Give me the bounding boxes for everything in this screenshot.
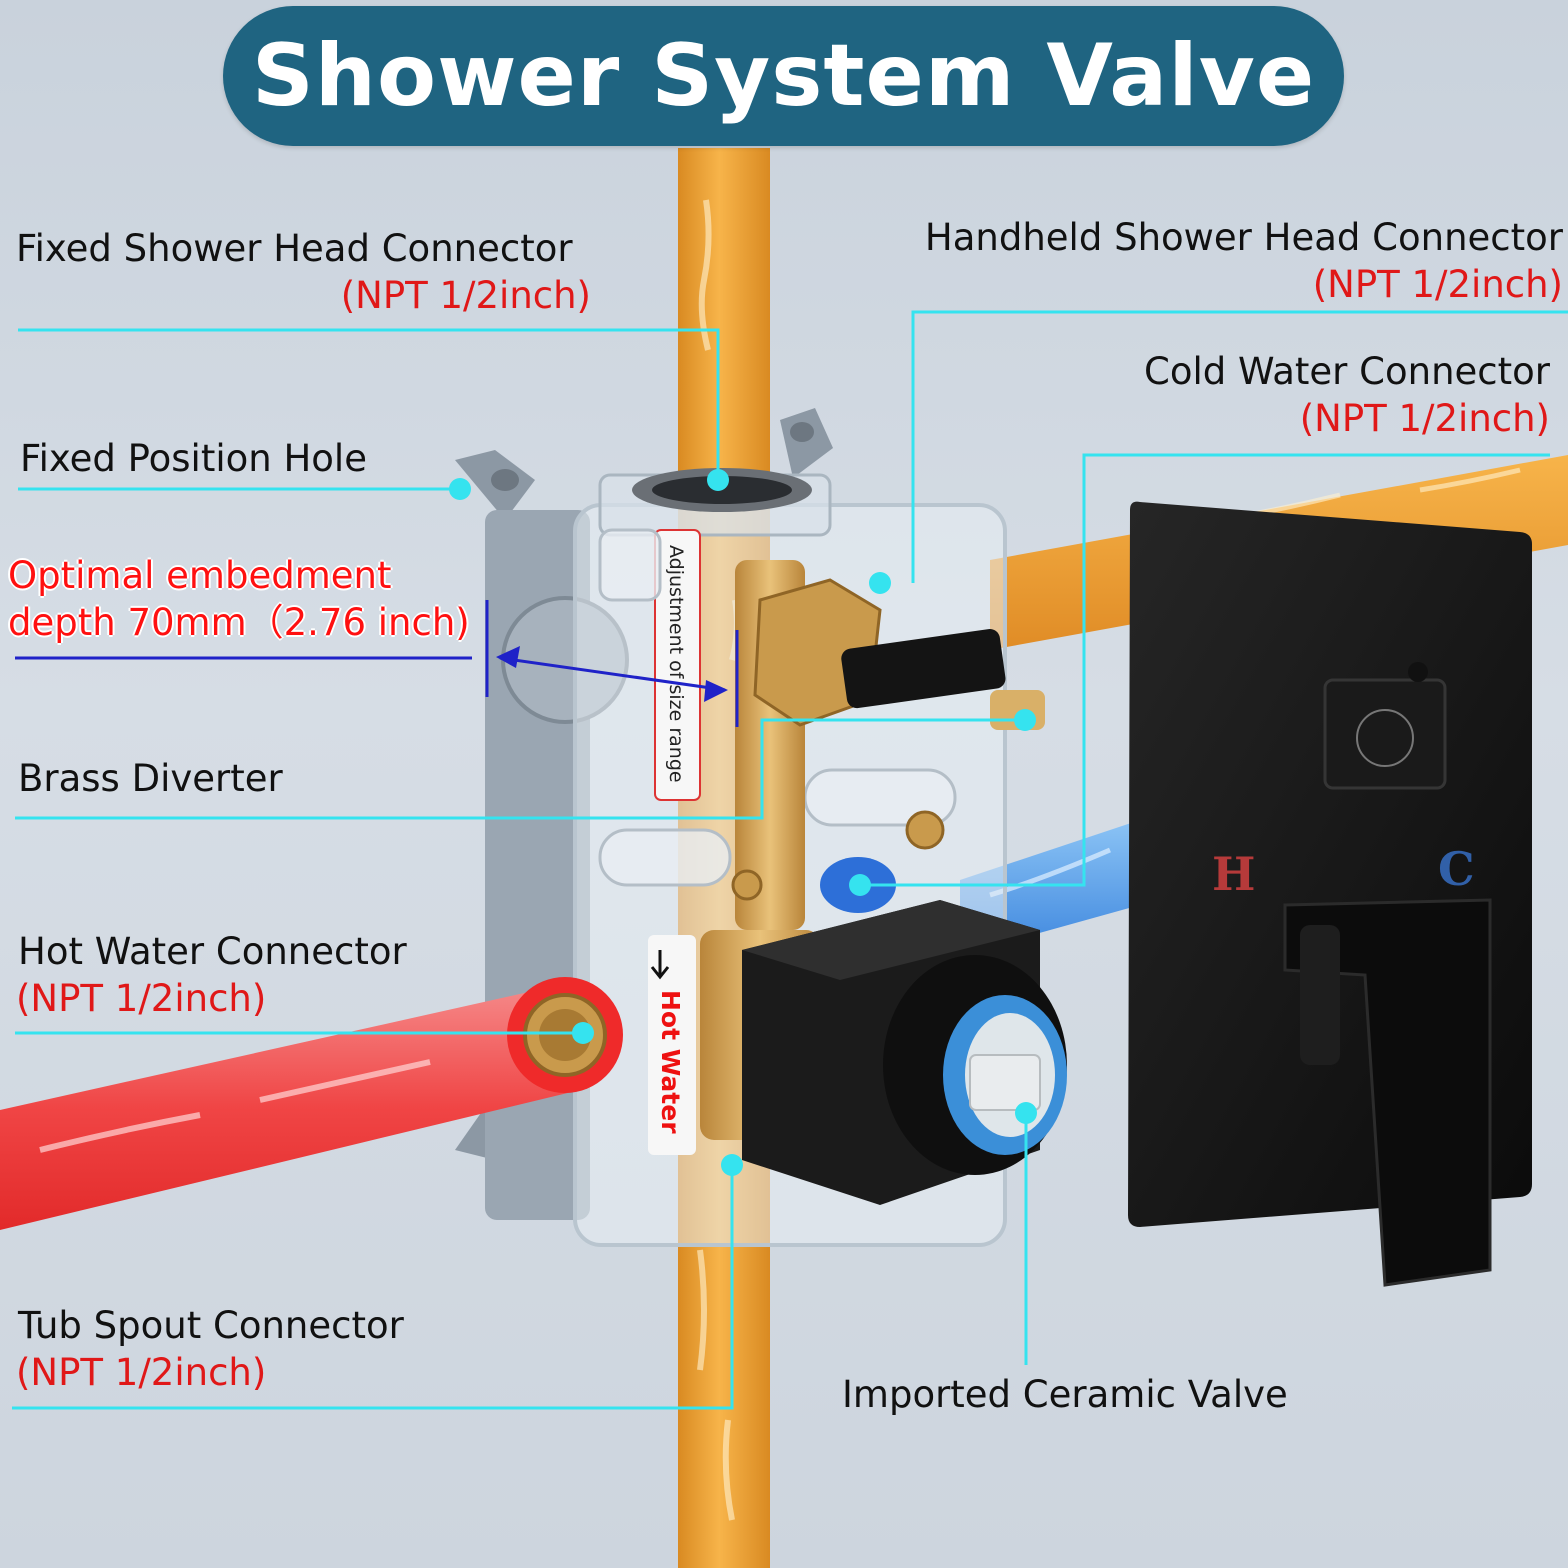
depth-dimension-arrows: [15, 600, 739, 727]
hot-water-spec: (NPT 1/2inch): [16, 977, 267, 1020]
tub-spout-label: Tub Spout Connector: [18, 1304, 404, 1347]
cold-water-spec: (NPT 1/2inch): [1299, 397, 1550, 440]
brass-diverter-body: [700, 560, 1045, 1140]
handheld-shower-head-spec: (NPT 1/2inch): [1312, 263, 1563, 306]
hot-water-arrow-label: Hot Water: [656, 990, 685, 1134]
hot-water-label: Hot Water Connector: [18, 930, 407, 973]
brass-diverter-label: Brass Diverter: [18, 757, 283, 800]
ceramic-valve-label: Imported Ceramic Valve: [842, 1373, 1288, 1416]
hot-water-pipe: [0, 977, 623, 1230]
cold-water-label: Cold Water Connector: [1144, 350, 1550, 393]
ceramic-valve-body: [742, 900, 1067, 1205]
hot-mark: H: [1212, 847, 1255, 901]
cold-mark: C: [1438, 842, 1475, 896]
fixed-shower-head-label: Fixed Shower Head Connector: [16, 227, 573, 270]
title-banner: Shower System Valve: [223, 6, 1344, 146]
callout-dots: [449, 469, 1037, 1176]
trim-plate: [1128, 501, 1532, 1287]
hot-water-arrow-icon: [650, 950, 670, 980]
embedment-depth-line1: Optimal embedment: [8, 554, 392, 597]
handheld-shower-head-label: Handheld Shower Head Connector: [924, 216, 1563, 259]
size-range-label: Adjustment of size range: [665, 545, 687, 783]
embedment-depth-line2: depth 70mm（2.76 inch): [8, 601, 470, 644]
callout-leader-lines: [12, 310, 1568, 1410]
page-title: Shower System Valve: [251, 26, 1316, 126]
fixed-position-hole-label: Fixed Position Hole: [20, 437, 367, 480]
tub-spout-spec: (NPT 1/2inch): [16, 1351, 267, 1394]
fixed-shower-head-spec: (NPT 1/2inch): [340, 274, 591, 317]
